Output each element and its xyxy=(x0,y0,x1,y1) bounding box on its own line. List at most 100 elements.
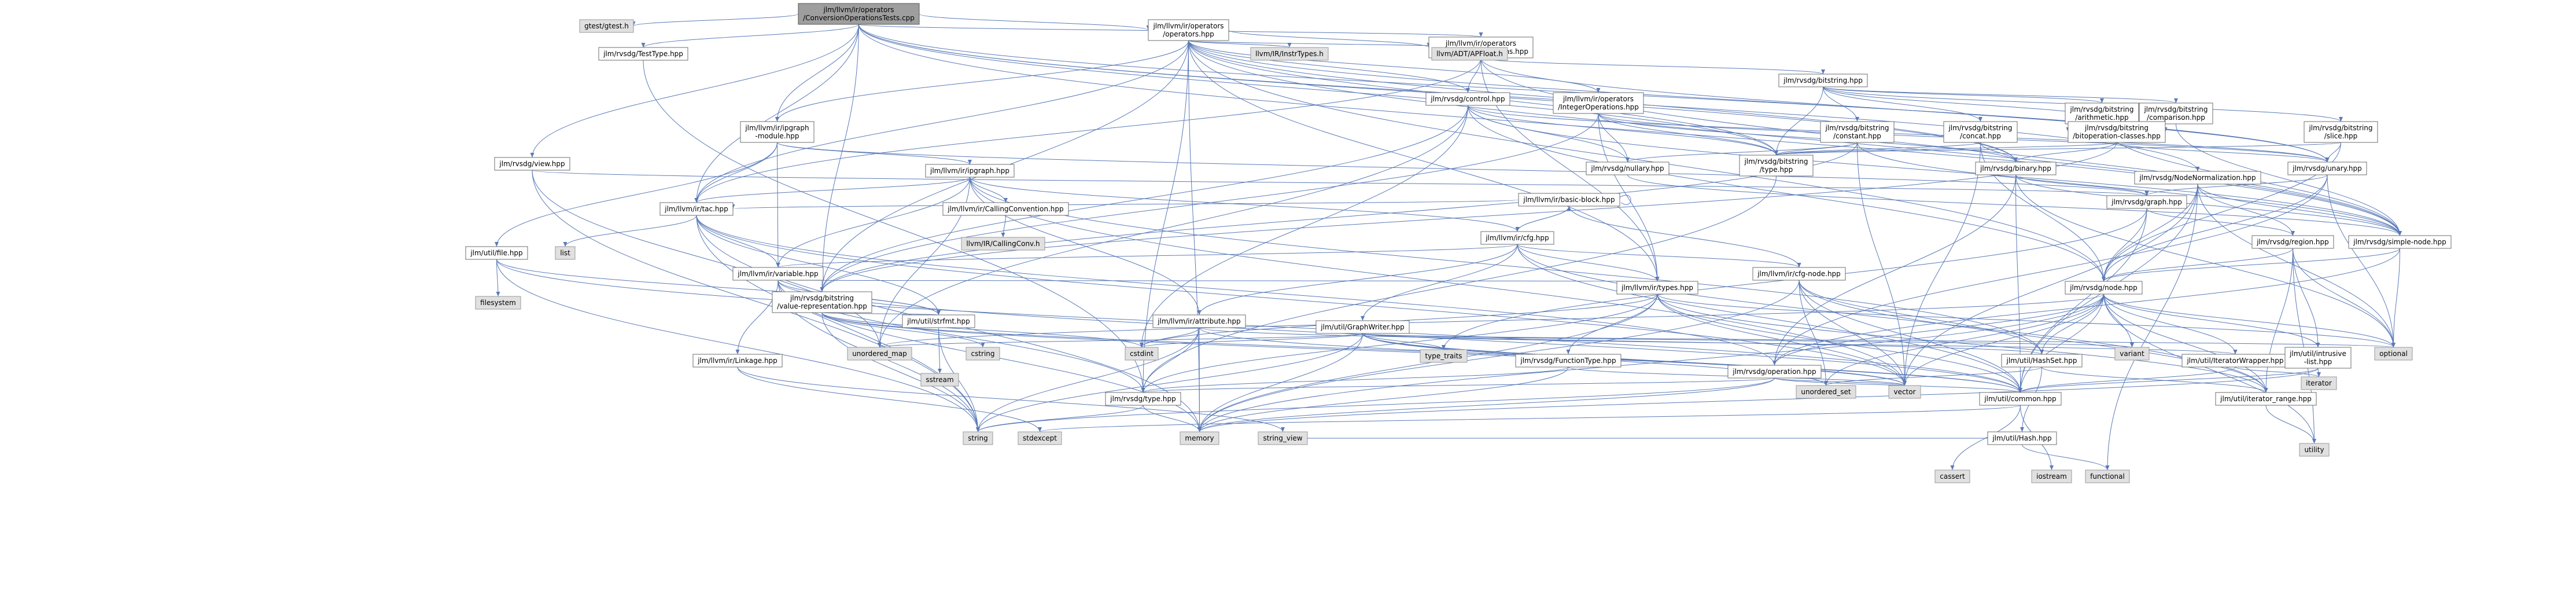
graph-node-linkage[interactable]: jlm/llvm/ir/Linkage.hpp xyxy=(692,354,783,368)
node-box xyxy=(1820,121,1895,143)
graph-node-cfg[interactable]: jlm/llvm/ir/cfg.hpp xyxy=(1480,231,1554,245)
graph-edge xyxy=(1468,105,1628,163)
graph-edge xyxy=(2103,294,2236,355)
graph-node-bslice[interactable]: jlm/rvsdg/bitstring/slice.hpp xyxy=(2304,121,2378,143)
graph-edge xyxy=(1199,368,2319,432)
graph-node-view[interactable]: jlm/rvsdg/view.hpp xyxy=(494,157,570,171)
graph-node-cfgnode[interactable]: jlm/llvm/ir/cfg-node.hpp xyxy=(1752,267,1846,281)
graph-edge xyxy=(633,13,799,27)
edge-arrowhead xyxy=(1824,381,1828,386)
graph-node-bitstring[interactable]: jlm/rvsdg/bitstring.hpp xyxy=(1778,74,1868,87)
graph-node-root[interactable]: jlm/llvm/ir/operators/ConversionOperatio… xyxy=(798,3,920,25)
graph-node-hashset[interactable]: jlm/util/HashSet.hpp xyxy=(2001,354,2083,368)
node-box xyxy=(1778,74,1868,87)
node-label: jlm/util/strfmt.hpp xyxy=(906,317,970,325)
graph-node-strfmt[interactable]: jlm/util/strfmt.hpp xyxy=(902,314,975,328)
graph-node-rvtype[interactable]: jlm/rvsdg/type.hpp xyxy=(1105,392,1181,406)
graph-edge xyxy=(2103,174,2328,282)
edge-arrowhead xyxy=(2291,231,2295,236)
graph-node-list: list xyxy=(555,246,576,260)
graph-node-filehpp[interactable]: jlm/util/file.hpp xyxy=(465,246,528,260)
graph-node-ipgraph[interactable]: jlm/llvm/ir/ipgraph.hpp xyxy=(925,164,1015,178)
graph-node-types[interactable]: jlm/llvm/ir/types.hpp xyxy=(1616,281,1698,295)
graph-edge xyxy=(1517,244,1658,282)
graph-node-nodehpp[interactable]: jlm/rvsdg/node.hpp xyxy=(2065,281,2143,295)
graph-node-functype[interactable]: jlm/rvsdg/FunctionType.hpp xyxy=(1515,354,1621,368)
graph-node-common[interactable]: jlm/util/common.hpp xyxy=(1979,392,2062,406)
edge-arrowhead xyxy=(2100,98,2104,103)
graph-edge xyxy=(2020,294,2104,393)
graph-node-iterrange[interactable]: jlm/util/iterator_range.hpp xyxy=(2215,392,2317,406)
graph-node-testtype[interactable]: jlm/rvsdg/TestType.hpp xyxy=(598,47,688,61)
node-label: jlm/rvsdg/graph.hpp xyxy=(2111,198,2182,206)
graph-edge xyxy=(1826,366,2042,386)
graph-node-nullary[interactable]: jlm/rvsdg/nullary.hpp xyxy=(1586,162,1670,175)
node-box xyxy=(1018,431,1062,445)
node-label: iostream xyxy=(2036,472,2067,480)
graph-edge xyxy=(1468,105,2400,236)
graph-node-operation[interactable]: jlm/rvsdg/operation.hpp xyxy=(1727,365,1822,379)
node-label: jlm/rvsdg/bitstring xyxy=(1825,124,1889,132)
graph-node-attribute[interactable]: jlm/llvm/ir/attribute.hpp xyxy=(1152,314,1246,328)
graph-edge xyxy=(978,327,1200,432)
graph-node-callconv[interactable]: jlm/llvm/ir/CallingConvention.hpp xyxy=(942,202,1069,216)
graph-node-region[interactable]: jlm/rvsdg/region.hpp xyxy=(2251,235,2334,249)
graph-node-iterwrap[interactable]: jlm/util/IteratorWrapper.hpp xyxy=(2181,354,2289,368)
node-label: jlm/rvsdg/bitstring xyxy=(2069,105,2133,113)
graph-edge xyxy=(2393,248,2400,348)
graph-edge xyxy=(2041,294,2104,355)
graph-node-unary[interactable]: jlm/rvsdg/unary.hpp xyxy=(2287,162,2367,175)
graph-edges xyxy=(495,13,2402,471)
graph-node-tac[interactable]: jlm/llvm/ir/tac.hpp xyxy=(659,202,734,216)
graph-node-control[interactable]: jlm/rvsdg/control.hpp xyxy=(1425,92,1510,106)
edge-arrowhead xyxy=(1141,388,1145,392)
graph-edge xyxy=(2103,248,2293,282)
graph-node-apfloat: llvm/ADT/APFloat.h xyxy=(1431,47,1508,61)
graph-node-valrep[interactable]: jlm/rvsdg/bitstring/value-representation… xyxy=(772,291,872,313)
graph-node-bconst[interactable]: jlm/rvsdg/bitstring/constant.hpp xyxy=(1820,121,1895,143)
graph-edge xyxy=(1598,113,1777,156)
graph-edge xyxy=(1188,40,1599,93)
graph-edge xyxy=(1799,280,1905,386)
graph-node-arith[interactable]: jlm/rvsdg/bitstring/arithmetic.hpp xyxy=(2065,102,2139,124)
graph-node-compar[interactable]: jlm/rvsdg/bitstring/comparison.hpp xyxy=(2139,102,2213,124)
graph-node-bconcat[interactable]: jlm/rvsdg/bitstring/concat.hpp xyxy=(1943,121,2018,143)
graph-node-bitopcls[interactable]: jlm/rvsdg/bitstring/bitoperation-classes… xyxy=(2068,121,2166,143)
graph-node-hashhpp[interactable]: jlm/util/Hash.hpp xyxy=(1987,431,2057,445)
graph-node-typetraits: type_traits xyxy=(1420,349,1468,363)
graph-node-intrusive[interactable]: jlm/util/intrusive-list.hpp xyxy=(2284,347,2352,369)
graph-node-graph[interactable]: jlm/rvsdg/graph.hpp xyxy=(2106,195,2187,209)
graph-node-binary[interactable]: jlm/rvsdg/binary.hpp xyxy=(1975,162,2057,175)
edge-arrowhead xyxy=(1655,277,1660,281)
graph-node-graphwriter[interactable]: jlm/util/GraphWriter.hpp xyxy=(1315,320,1410,334)
node-box xyxy=(1180,431,1219,445)
node-label: vector xyxy=(1893,388,1915,396)
graph-node-ipgmodule[interactable]: jlm/llvm/ir/ipgraph-module.hpp xyxy=(740,121,815,143)
node-box xyxy=(2065,281,2143,295)
edge-arrowhead xyxy=(1596,88,1601,93)
node-box xyxy=(2287,162,2367,175)
graph-edge xyxy=(777,280,1658,282)
node-label: jlm/llvm/ir/attribute.hpp xyxy=(1157,317,1240,325)
node-box xyxy=(2299,443,2330,457)
node-label: jlm/util/GraphWriter.hpp xyxy=(1320,323,1404,331)
node-label: /operators.hpp xyxy=(1163,30,1214,38)
graph-node-simplenode[interactable]: jlm/rvsdg/simple-node.hpp xyxy=(2348,235,2452,249)
graph-edge xyxy=(1199,280,1800,432)
graph-node-nodenorm[interactable]: jlm/rvsdg/NodeNormalization.hpp xyxy=(2134,171,2261,185)
node-box xyxy=(1975,162,2057,175)
edge-arrowhead xyxy=(2130,343,2134,347)
graph-node-btype[interactable]: jlm/rvsdg/bitstring/type.hpp xyxy=(1739,155,1814,177)
graph-node-operators[interactable]: jlm/llvm/ir/operators/operators.hpp xyxy=(1148,19,1229,41)
graph-node-basicblock[interactable]: jlm/llvm/ir/basic-block.hpp xyxy=(1518,193,1620,207)
graph-edge xyxy=(777,142,2147,196)
edge-arrowhead xyxy=(2264,388,2268,392)
graph-edge xyxy=(2293,248,2319,348)
graph-node-iterator: iterator xyxy=(2301,376,2337,390)
graph-node-variable[interactable]: jlm/llvm/ir/variable.hpp xyxy=(732,267,824,281)
edge-arrowhead xyxy=(495,242,499,247)
graph-node-intops[interactable]: jlm/llvm/ir/operators/IntegerOperations.… xyxy=(1553,92,1644,114)
graph-edge xyxy=(2265,248,2293,393)
node-label: jlm/llvm/ir/operators xyxy=(1152,22,1223,30)
graph-edge xyxy=(1228,30,1429,48)
